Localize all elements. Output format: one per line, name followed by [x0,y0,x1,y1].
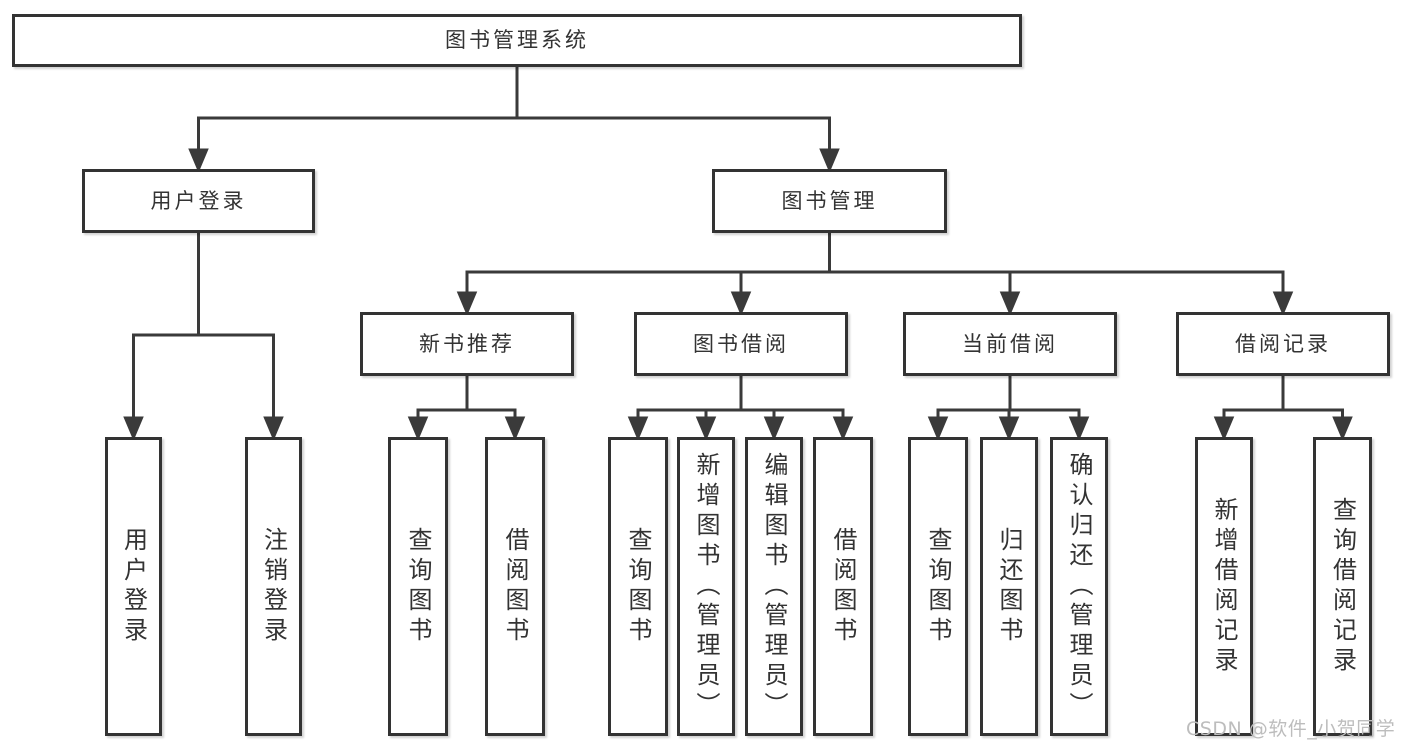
leaf-edit-book-admin: 编辑图书（管理员） [745,437,803,736]
leaf-query-books-borrow: 查询图书 [608,437,668,736]
leaf-query-borrow-record-label: 查询借阅记录 [1328,496,1357,677]
connector-book-borrow-children [627,374,854,441]
connector-book-management-children [456,231,1294,316]
leaf-logout: 注销登录 [245,437,302,736]
leaf-return-book: 归还图书 [980,437,1038,736]
leaf-add-borrow-record-label: 新增借阅记录 [1210,496,1238,677]
node-book-borrow-label: 图书借阅 [693,331,789,356]
node-book-management: 图书管理 [712,169,947,233]
node-current-borrow-label: 当前借阅 [962,331,1058,356]
leaf-add-book-admin: 新增图书（管理员） [677,437,735,736]
leaf-confirm-return-admin-label: 确认归还（管理员） [1065,451,1093,722]
leaf-return-book-label: 归还图书 [995,526,1023,647]
node-borrow-records: 借阅记录 [1176,312,1390,376]
leaf-borrow-books-recommend-label: 借阅图书 [501,526,529,647]
node-root-library-system: 图书管理系统 [12,14,1022,67]
connector-user-login-children [123,231,284,441]
node-user-login: 用户登录 [82,169,315,233]
leaf-borrow-books-recommend: 借阅图书 [485,437,545,736]
leaf-add-borrow-record: 新增借阅记录 [1195,437,1253,736]
leaf-query-books-current-label: 查询图书 [924,526,952,647]
connector-root-to-level2 [188,65,840,173]
leaf-query-books-recommend-label: 查询图书 [404,526,432,647]
leaf-user-login: 用户登录 [105,437,162,736]
connector-current-borrow-children [927,374,1090,441]
leaf-query-books-borrow-label: 查询图书 [624,526,652,647]
csdn-watermark: CSDN @软件_小贺同学 [1186,718,1396,740]
leaf-edit-book-admin-label: 编辑图书（管理员） [760,451,788,722]
leaf-query-books-recommend: 查询图书 [388,437,448,736]
leaf-add-book-admin-label: 新增图书（管理员） [692,451,720,722]
leaf-borrow-books: 借阅图书 [813,437,873,736]
node-user-login-label: 用户登录 [150,188,247,213]
leaf-confirm-return-admin: 确认归还（管理员） [1050,437,1108,736]
leaf-query-books-current: 查询图书 [908,437,968,736]
node-current-borrow: 当前借阅 [903,312,1117,376]
connector-borrow-record-children [1213,374,1353,441]
leaf-user-login-label: 用户登录 [119,526,148,647]
node-book-borrow: 图书借阅 [634,312,848,376]
node-new-book-recommend-label: 新书推荐 [419,331,515,356]
node-book-management-label: 图书管理 [781,188,878,213]
node-borrow-records-label: 借阅记录 [1235,331,1331,356]
leaf-borrow-books-label: 借阅图书 [829,526,857,647]
connector-new-book-children [407,374,526,441]
leaf-logout-label: 注销登录 [259,526,288,647]
leaf-query-borrow-record: 查询借阅记录 [1313,437,1372,736]
node-root-label: 图书管理系统 [445,28,589,52]
node-new-book-recommend: 新书推荐 [360,312,574,376]
